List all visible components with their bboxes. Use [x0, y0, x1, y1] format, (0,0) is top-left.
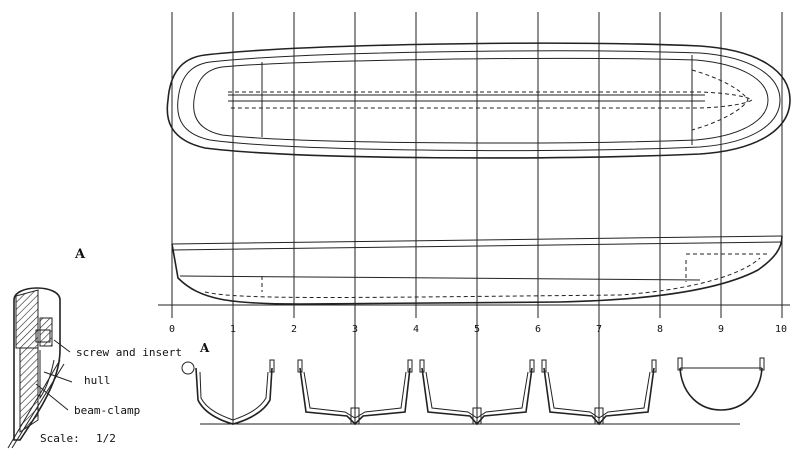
profile-view — [158, 235, 790, 306]
station-lines — [171, 12, 783, 425]
station-numbers: 0 1 2 3 4 5 6 7 8 9 10 — [169, 324, 787, 335]
station-label: 8 — [657, 324, 663, 335]
station-label: 9 — [718, 324, 724, 335]
station-label: 2 — [291, 324, 297, 335]
plan-view — [166, 42, 791, 159]
station-label: 7 — [596, 324, 602, 335]
station-label: 0 — [169, 324, 175, 335]
station-label: 4 — [413, 324, 419, 335]
cross-sections: A — [181, 341, 765, 426]
section-marker-label: A — [199, 341, 210, 355]
detail-marker-label: A — [74, 247, 86, 262]
scale-label: Scale: — [40, 432, 80, 445]
detail-marker-circle — [181, 361, 195, 375]
detail-a: A screw and insert hull beam-clamp Scale… — [7, 247, 182, 449]
hull-label: hull — [84, 374, 111, 387]
station-label: 10 — [775, 324, 787, 335]
screw-insert-label: screw and insert — [76, 346, 182, 359]
station-label: 5 — [474, 324, 480, 335]
scale-value: 1/2 — [96, 432, 116, 445]
station-label: 1 — [230, 324, 236, 335]
station-label: 6 — [535, 324, 541, 335]
station-label: 3 — [352, 324, 358, 335]
beam-clamp-label: beam-clamp — [74, 404, 140, 417]
